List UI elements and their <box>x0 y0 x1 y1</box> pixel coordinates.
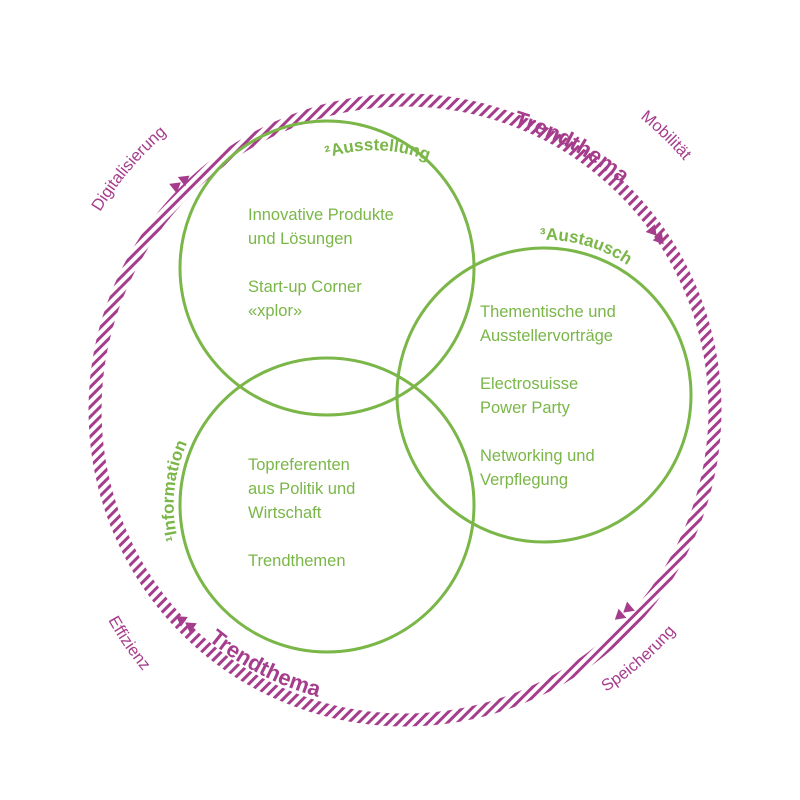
title-austausch: ³Austausch <box>540 225 636 269</box>
double-triangle-arrow-icon <box>614 601 635 620</box>
circle-austausch <box>395 246 693 544</box>
body-austausch: Thementische und Ausstellervorträge Elec… <box>480 303 620 489</box>
topic-mobilitaet: Mobilität <box>637 107 695 163</box>
circle-ausstellung <box>178 119 476 417</box>
double-triangle-arrow-icon <box>645 224 664 245</box>
topic-digitalisierung: Digitalisierung <box>88 123 169 215</box>
hatched-outer-ring <box>88 93 722 727</box>
body-ausstellung: Innovative Produkte und Lösungen Start-u… <box>248 206 398 320</box>
topic-effizienz: Effizienz <box>104 613 153 674</box>
circle-information <box>178 356 476 654</box>
double-triangle-arrow-icon <box>169 175 190 194</box>
title-information: ¹Information <box>159 437 191 543</box>
body-information: Topreferenten aus Politik und Wirtschaft… <box>248 456 360 570</box>
double-triangle-arrow-icon <box>176 616 197 634</box>
topic-speicherung: Speicherung <box>598 622 679 695</box>
title-ausstellung: ²Ausstellung <box>322 135 433 164</box>
trendthema-top-label: Trendthema <box>511 106 635 189</box>
